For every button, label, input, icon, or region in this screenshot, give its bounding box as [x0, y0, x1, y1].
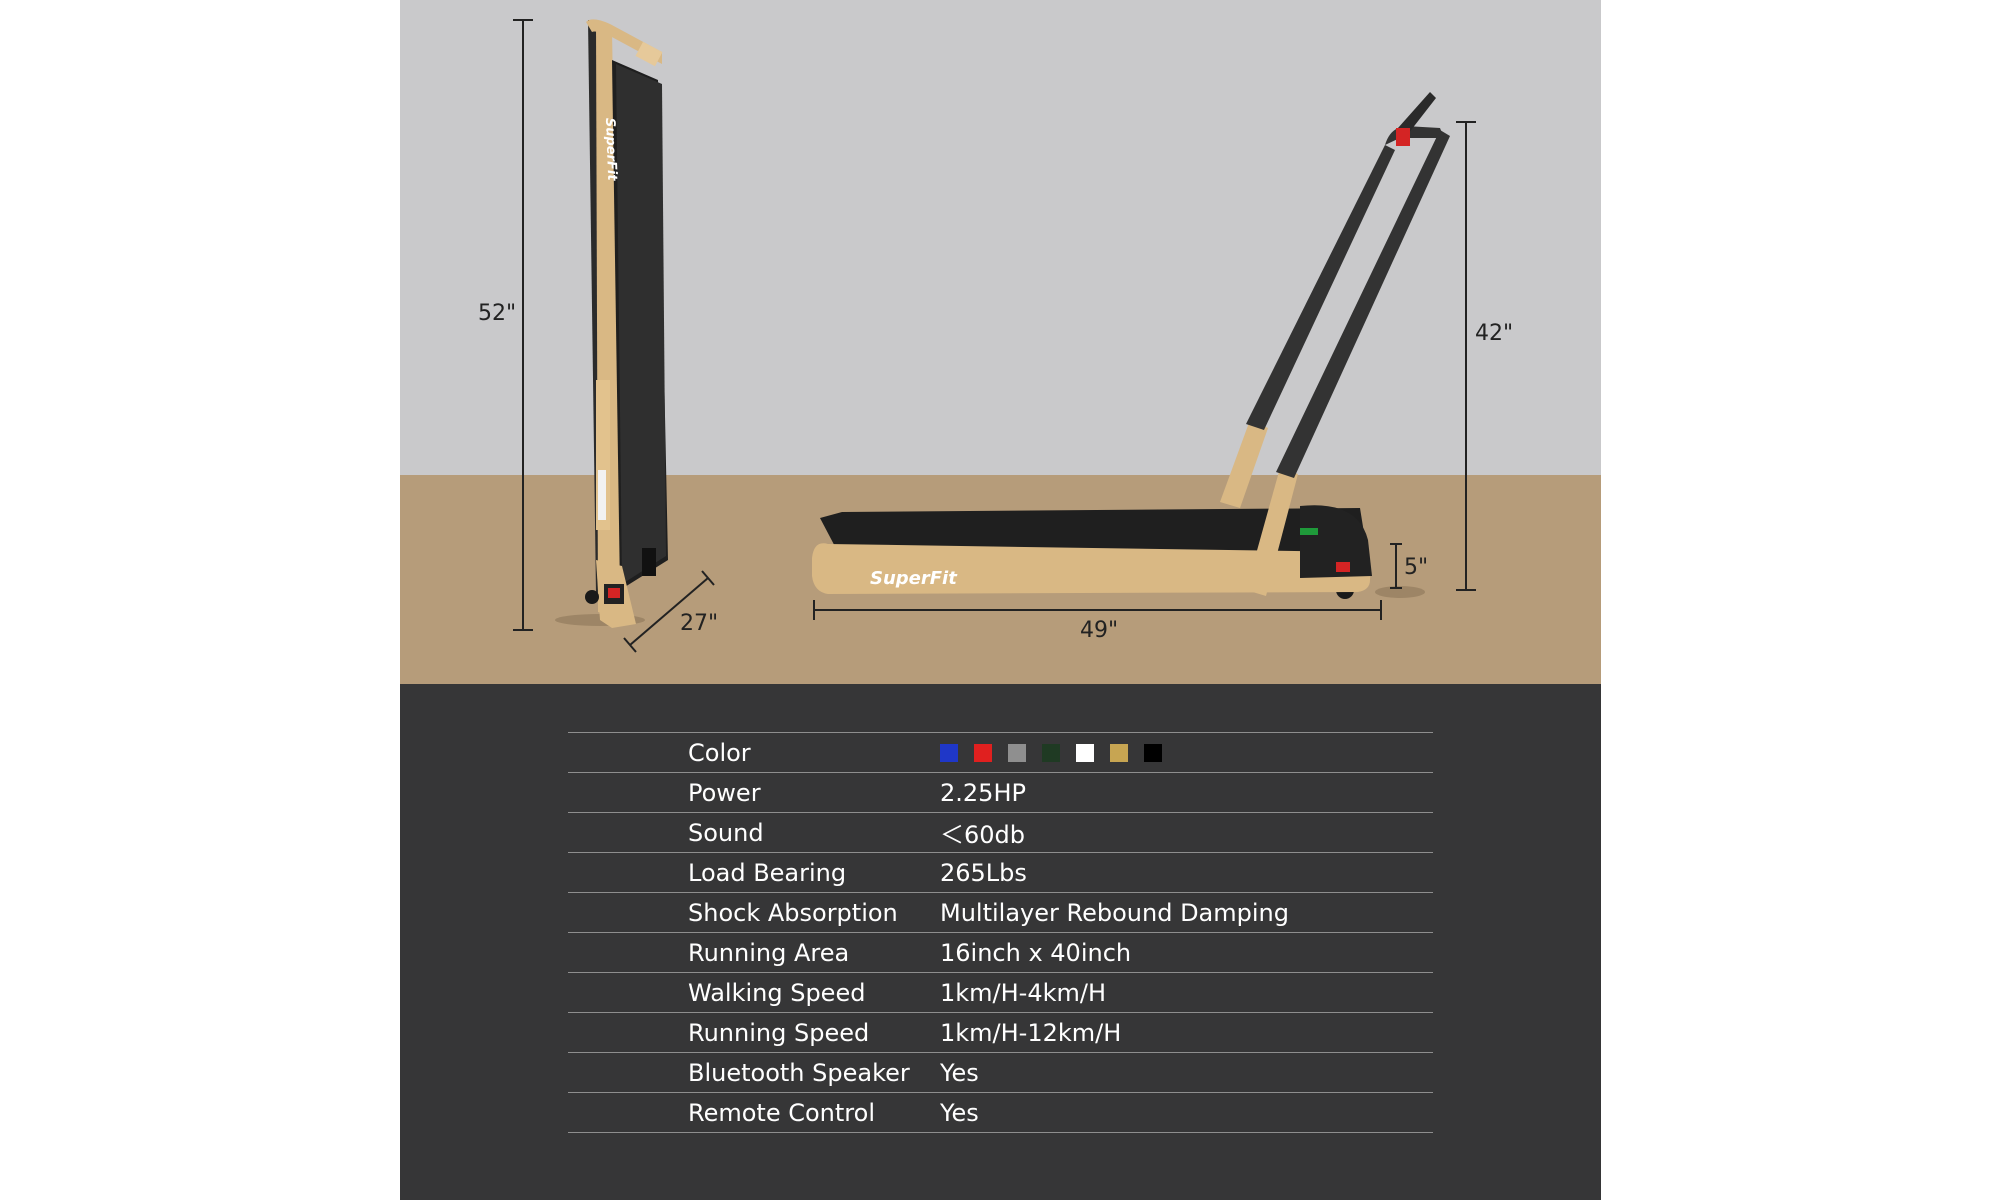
- product-photo: SuperFit 52" 27": [400, 0, 1601, 684]
- color-swatch-gray[interactable]: [1008, 743, 1026, 762]
- spec-value: 2.25HP: [940, 772, 1433, 813]
- length-label: 49": [1080, 618, 1118, 643]
- product-panel: SuperFit 52" 27": [400, 0, 1601, 1200]
- treadmill-illustration: SuperFit 52" 27": [400, 0, 1601, 684]
- spec-value: Yes: [940, 1052, 1433, 1093]
- table-row: Load Bearing 265Lbs: [568, 852, 1433, 893]
- table-row: Running Area 16inch x 40inch: [568, 932, 1433, 973]
- color-swatch-gold[interactable]: [1110, 743, 1128, 762]
- wall-background: [400, 0, 1601, 475]
- spec-value: ＜60db: [940, 812, 1433, 853]
- spec-label: Running Speed: [568, 1012, 940, 1053]
- spec-label: Shock Absorption: [568, 892, 940, 933]
- folded-height-dimension: 52": [478, 19, 533, 631]
- folded-brand-text: SuperFit: [602, 118, 619, 182]
- spec-label: Walking Speed: [568, 972, 940, 1013]
- color-swatch-red[interactable]: [974, 743, 992, 762]
- color-swatch-black[interactable]: [1144, 743, 1162, 762]
- spec-value: 265Lbs: [940, 852, 1433, 893]
- table-row: Running Speed 1km/H-12km/H: [568, 1012, 1433, 1053]
- width-label: 27": [680, 611, 718, 636]
- table-row: Color: [568, 732, 1433, 773]
- unfolded-treadmill: SuperFit: [812, 92, 1450, 599]
- spec-label: Bluetooth Speaker: [568, 1052, 940, 1093]
- table-row: Remote Control Yes: [568, 1092, 1433, 1133]
- deck-height-dimension: 5": [1390, 543, 1428, 589]
- spec-value: Multilayer Rebound Damping: [940, 892, 1433, 933]
- folded-treadmill: SuperFit: [555, 19, 668, 628]
- width-dimension: 27": [623, 570, 718, 653]
- deck-brand-text: SuperFit: [870, 568, 958, 589]
- spec-label: Running Area: [568, 932, 940, 973]
- spec-label: Sound: [568, 812, 940, 853]
- color-swatches: [940, 743, 1433, 762]
- color-swatch-white[interactable]: [1076, 743, 1094, 762]
- specifications-section: Color Power: [400, 684, 1601, 1200]
- spec-value: 1km/H-4km/H: [940, 972, 1433, 1013]
- spec-value: 16inch x 40inch: [940, 932, 1433, 973]
- spec-label: Remote Control: [568, 1092, 940, 1133]
- table-row: Sound ＜60db: [568, 812, 1433, 853]
- deck-height-label: 5": [1404, 555, 1428, 580]
- specifications-table: Color Power: [568, 732, 1433, 1133]
- table-row: Shock Absorption Multilayer Rebound Damp…: [568, 892, 1433, 933]
- table-row: Power 2.25HP: [568, 772, 1433, 813]
- length-dimension: 49": [813, 600, 1382, 643]
- spec-value: Yes: [940, 1092, 1433, 1133]
- spec-value: 1km/H-12km/H: [940, 1012, 1433, 1053]
- color-swatch-green[interactable]: [1042, 743, 1060, 762]
- unfolded-height-label: 42": [1475, 321, 1513, 346]
- color-swatch-blue[interactable]: [940, 743, 958, 762]
- table-row: Walking Speed 1km/H-4km/H: [568, 972, 1433, 1013]
- spec-value-color: [940, 732, 1433, 773]
- unfolded-height-dimension: 42": [1456, 121, 1513, 591]
- folded-height-label: 52": [478, 301, 516, 326]
- spec-label: Color: [568, 732, 940, 773]
- table-row: Bluetooth Speaker Yes: [568, 1052, 1433, 1093]
- spec-label: Load Bearing: [568, 852, 940, 893]
- spec-label: Power: [568, 772, 940, 813]
